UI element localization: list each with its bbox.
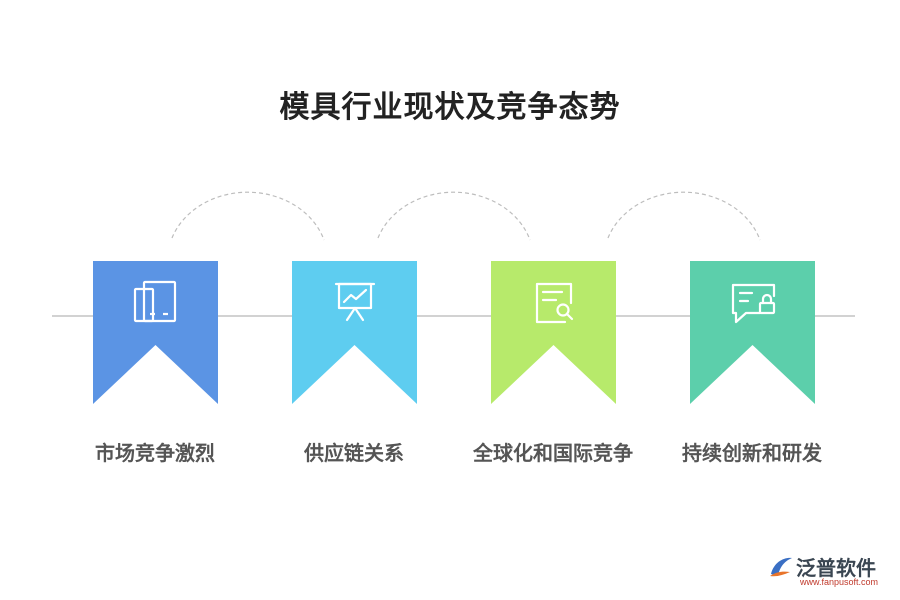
- presentation-chart-icon: [334, 282, 376, 322]
- connector-arc: [607, 191, 761, 241]
- label-2: 供应链关系: [304, 441, 404, 465]
- banner-2: [292, 261, 417, 404]
- banner-1: [93, 261, 218, 404]
- banner-shape: [690, 261, 815, 404]
- page-title: 模具行业现状及竞争态势: [279, 90, 621, 125]
- label-1: 市场竞争激烈: [95, 441, 215, 465]
- banner-shape: [491, 261, 616, 404]
- connector-arc: [171, 191, 325, 241]
- brand-logo: 泛普软件 www.fanpusoft.com: [768, 548, 898, 592]
- banner-4: [690, 261, 815, 404]
- document-pages-icon: [133, 280, 177, 323]
- label-3: 全球化和国际竞争: [473, 441, 633, 465]
- document-search-icon: [535, 282, 574, 324]
- banner-shape: [93, 261, 218, 404]
- chat-lock-icon: [731, 283, 776, 324]
- connector-arc: [377, 191, 531, 241]
- banner-shape: [292, 261, 417, 404]
- label-4: 持续创新和研发: [682, 441, 822, 465]
- logo-url: www.fanpusoft.com: [800, 577, 879, 587]
- logo-mark-icon: [770, 557, 792, 577]
- logo-name: 泛普软件: [796, 556, 876, 580]
- banner-3: [491, 261, 616, 404]
